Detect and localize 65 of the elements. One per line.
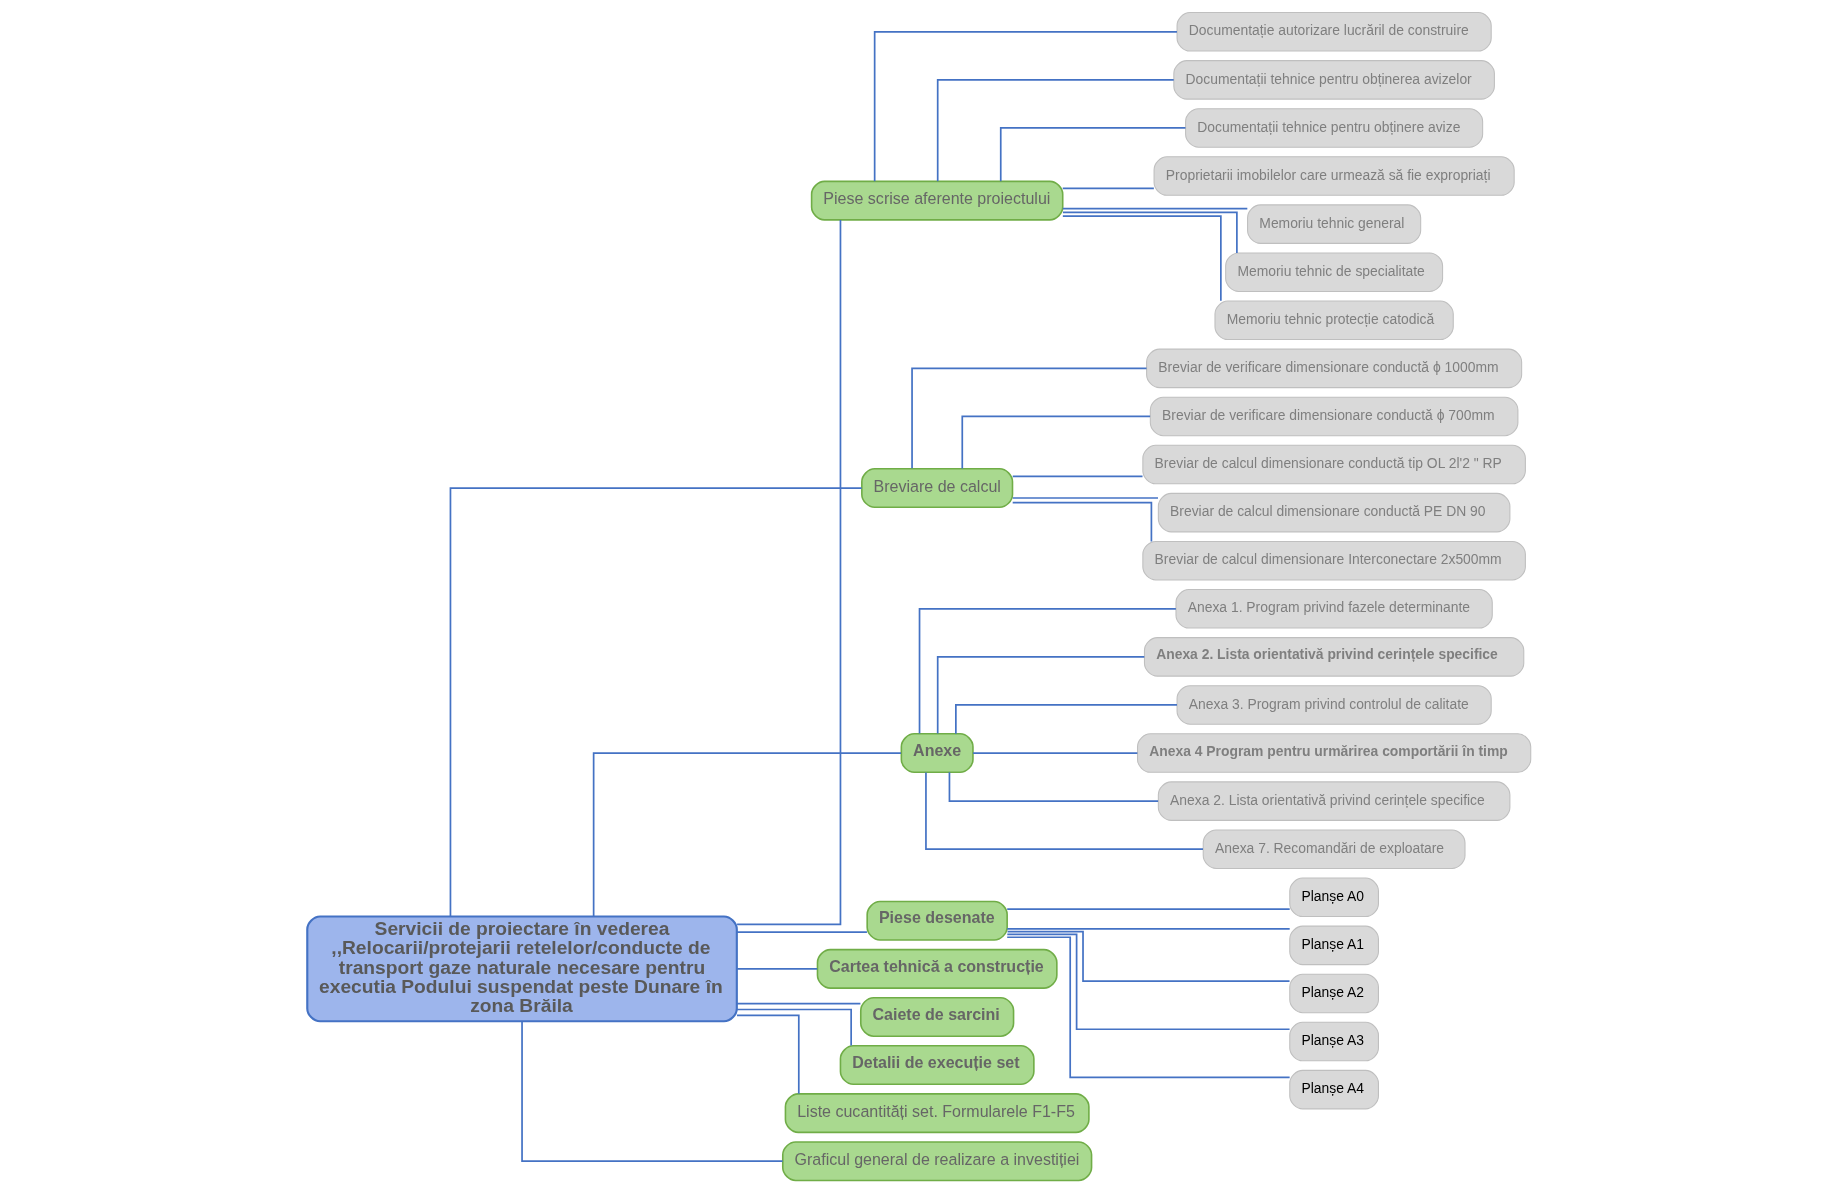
connector	[1061, 187, 1155, 190]
node-box: Servicii de proiectare în vederea ,,Relocarii/protejarii retelelor/conducte de transport gaze naturale necesare pentru executia Podului suspendat peste Dunare în zona Brăila	[306, 915, 738, 1023]
connector	[736, 1002, 862, 1005]
connector	[972, 752, 1139, 754]
node-box: Planșe A0	[1289, 877, 1379, 918]
connector	[1006, 933, 1291, 1031]
node-box: Breviar de calcul dimensionare conductă tip OL 2l'2 " RP	[1142, 444, 1526, 485]
connector	[736, 1008, 852, 1047]
connector	[1006, 936, 1291, 1079]
node-box: Anexa 1. Program privind fazele determinante	[1175, 589, 1493, 629]
connector	[1061, 207, 1249, 210]
node-box: Memoriu tehnic de specialitate	[1225, 252, 1444, 292]
node-box: Breviar de verificare dimensionare conductă ϕ 1000mm	[1146, 348, 1523, 389]
connector	[449, 487, 863, 918]
node-box: Liste cucantități set. Formularele F1-F5	[784, 1093, 1090, 1134]
node-box: Memoriu tehnic general	[1247, 204, 1422, 244]
connector	[911, 367, 1148, 470]
node-box: Breviar de calcul dimensionare conductă PE DN 90	[1157, 492, 1511, 533]
connector	[1006, 930, 1291, 983]
connector	[736, 968, 819, 970]
connector	[918, 607, 1177, 735]
node-box: Breviar de verificare dimensionare conductă ϕ 700mm	[1149, 396, 1519, 437]
node-box: Anexa 2. Lista orientativă privind cerințele specifice	[1157, 781, 1511, 821]
connector	[592, 752, 902, 918]
node-box: Anexa 3. Program privind controlul de calitate	[1176, 685, 1492, 725]
node-box: Documentații tehnice pentru obținere avize	[1185, 108, 1484, 148]
node-box: Anexa 7. Recomandări de exploatare	[1202, 829, 1466, 869]
connector	[955, 704, 1178, 735]
connector	[936, 656, 1146, 735]
node-box: Cartea tehnică a construcție	[816, 948, 1058, 989]
node-box: Planșe A3	[1289, 1021, 1379, 1062]
connector	[1062, 211, 1238, 254]
node-box: Documentație autorizare lucrăril de construire	[1176, 12, 1492, 52]
connector	[521, 1020, 784, 1163]
node-box: Anexa 2. Lista orientativă privind cerințele specifice	[1143, 637, 1525, 677]
connector	[736, 219, 842, 926]
node-box: Graficul general de realizare a investiției	[781, 1141, 1093, 1182]
connector	[736, 1014, 800, 1095]
node-box: Detalii de execuție set	[839, 1045, 1035, 1086]
node-box: Documentații tehnice pentru obținerea avizelor	[1173, 60, 1495, 100]
node-box: Planșe A1	[1289, 925, 1379, 966]
connector	[873, 30, 1178, 183]
connector	[1006, 908, 1291, 910]
connector	[1011, 497, 1159, 499]
connector	[736, 931, 868, 934]
node-box: Piese scrise aferente proiectului	[810, 180, 1064, 221]
node-box: Anexa 4 Program pentru urmărirea comportării în timp	[1136, 733, 1532, 773]
connector	[1061, 215, 1222, 302]
connector	[936, 79, 1175, 183]
node-box: Piese desenate	[866, 900, 1008, 941]
node-box: Anexe	[900, 733, 974, 774]
connector	[948, 771, 1159, 802]
node-box: Memoriu tehnic protecție catodică	[1214, 300, 1454, 341]
node-box: Planșe A2	[1289, 973, 1379, 1014]
connector	[1011, 501, 1153, 543]
node-box: Breviare de calcul	[861, 468, 1014, 509]
node-box: Caiete de sarcini	[859, 996, 1015, 1037]
node-box: Proprietarii imobilelor care urmează să fie expropriați	[1153, 156, 1515, 196]
node-box: Planșe A4	[1289, 1069, 1379, 1110]
connector	[961, 415, 1151, 470]
connector	[999, 127, 1187, 182]
connector	[1011, 475, 1144, 478]
connector	[925, 771, 1204, 851]
node-box: Breviar de calcul dimensionare Interconectare 2x500mm	[1142, 540, 1526, 581]
connector	[1006, 928, 1291, 930]
